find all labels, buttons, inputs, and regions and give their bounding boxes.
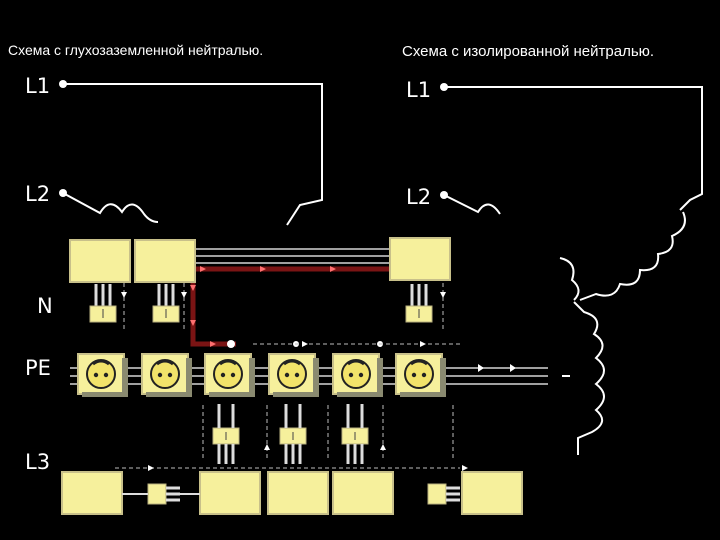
caption-isolated-neutral: Схема с изолированной нейтралью. bbox=[402, 43, 655, 60]
wire-l2-left bbox=[62, 192, 159, 223]
fault-arrows bbox=[190, 266, 336, 347]
dashed-arrows bbox=[121, 292, 468, 471]
top-bus bbox=[195, 248, 390, 264]
plug-bottom-2 bbox=[278, 426, 308, 466]
winding-right-2 bbox=[559, 257, 580, 301]
plug-top-2 bbox=[151, 282, 181, 324]
pe-arrows bbox=[478, 364, 516, 372]
label-pe: PE bbox=[25, 356, 51, 380]
wire-l1-right bbox=[444, 86, 703, 211]
socket-3 bbox=[203, 352, 257, 399]
appliance-top-1 bbox=[69, 239, 131, 283]
bottom-leads bbox=[217, 404, 364, 428]
winding-right-1 bbox=[579, 211, 686, 301]
plug-bottom-1 bbox=[211, 426, 241, 466]
phase-dots bbox=[59, 80, 67, 197]
plug-top-1 bbox=[88, 282, 118, 324]
appliance-bottom-1 bbox=[61, 471, 123, 515]
plug-top-3 bbox=[404, 282, 434, 324]
label-l1-right: L1 bbox=[406, 78, 431, 102]
fault-point bbox=[227, 340, 235, 348]
label-n: N bbox=[37, 294, 53, 318]
wire-l2-right bbox=[443, 194, 501, 215]
label-l1-left: L1 bbox=[25, 74, 50, 98]
appliance-top-3 bbox=[389, 237, 451, 281]
winding-right-3 bbox=[573, 301, 605, 455]
appliance-bottom-2 bbox=[199, 471, 261, 515]
caption-grounded-neutral: Схема с глухозаземленной нейтралью. bbox=[8, 42, 264, 58]
label-l2-right: L2 bbox=[406, 185, 431, 209]
appliance-bottom-4 bbox=[332, 471, 394, 515]
appliance-top-2 bbox=[134, 239, 196, 283]
appliance-bottom-3 bbox=[267, 471, 329, 515]
socket-1 bbox=[76, 352, 130, 399]
fault-path-down bbox=[190, 269, 236, 347]
appliance-bottom-5 bbox=[461, 471, 523, 515]
label-l3: L3 bbox=[25, 450, 50, 474]
socket-4 bbox=[267, 352, 321, 399]
label-l2-left: L2 bbox=[25, 182, 50, 206]
socket-2 bbox=[140, 352, 194, 399]
socket-6 bbox=[394, 352, 448, 399]
socket-5 bbox=[331, 352, 385, 399]
plug-side-left bbox=[147, 483, 180, 505]
plug-bottom-3 bbox=[340, 426, 370, 466]
wire-l1-left bbox=[63, 83, 323, 226]
dashed-conductors bbox=[115, 283, 460, 469]
plug-side-right bbox=[427, 483, 460, 505]
